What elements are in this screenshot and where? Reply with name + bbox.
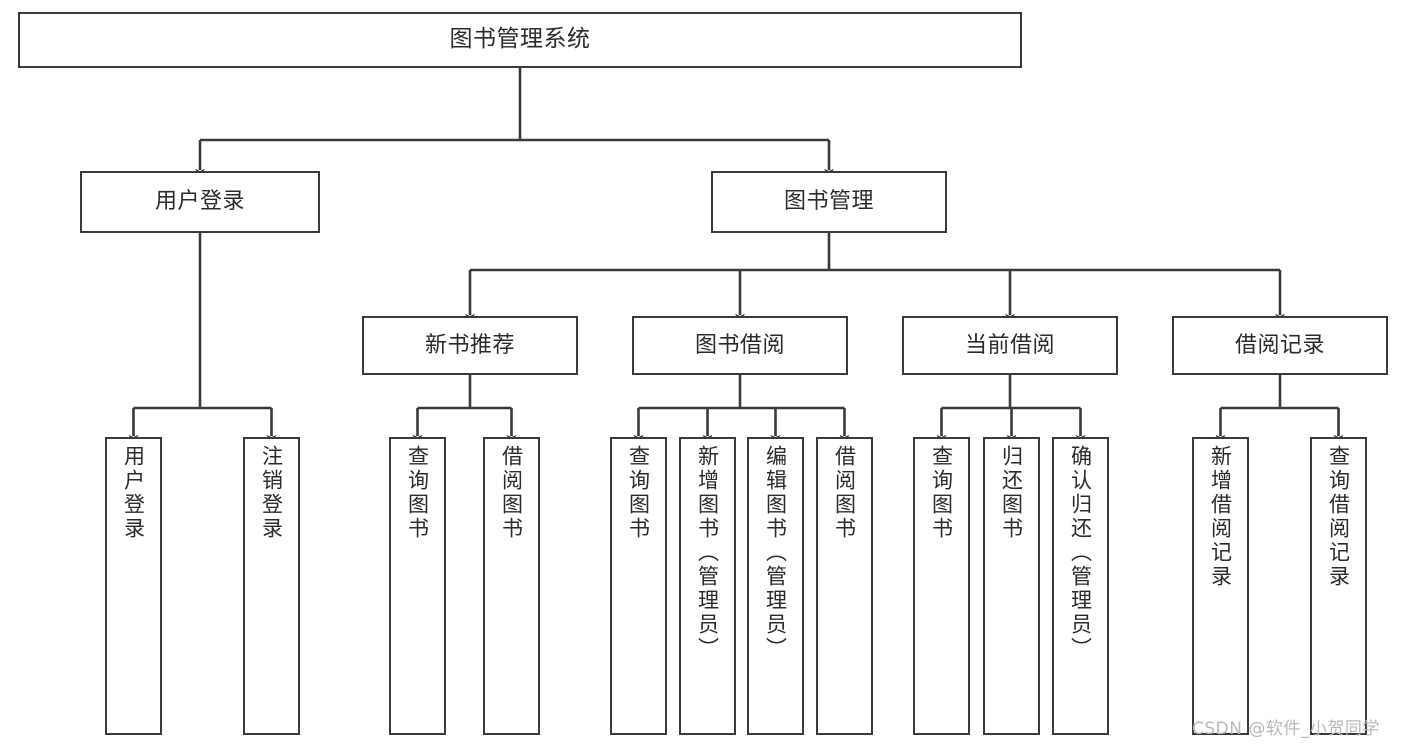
- leaf-borrow-query-book[interactable]: 查询图书: [610, 437, 667, 735]
- leaf-user-logout-label: 注销登录: [259, 445, 284, 541]
- node-new-book-recommend[interactable]: 新书推荐: [362, 316, 578, 375]
- leaf-borrow-borrow-book-label: 借阅图书: [832, 445, 857, 541]
- leaf-record-add-borrow-record-label: 新增借阅记录: [1208, 445, 1233, 589]
- leaf-user-login-label: 用户登录: [121, 445, 146, 541]
- node-user-login[interactable]: 用户登录: [80, 171, 320, 233]
- leaf-record-add-borrow-record[interactable]: 新增借阅记录: [1192, 437, 1249, 735]
- node-root[interactable]: 图书管理系统: [18, 12, 1022, 68]
- node-current-borrow[interactable]: 当前借阅: [902, 316, 1118, 375]
- leaf-newbook-query-book-label: 查询图书: [405, 445, 430, 541]
- node-book-borrow[interactable]: 图书借阅: [632, 316, 848, 375]
- leaf-borrow-add-book-admin[interactable]: 新增图书（管理员）: [679, 437, 736, 735]
- node-user-login-label: 用户登录: [154, 189, 245, 215]
- leaf-current-query-book-label: 查询图书: [929, 445, 954, 541]
- leaf-user-login[interactable]: 用户登录: [105, 437, 162, 735]
- leaf-borrow-edit-book-admin[interactable]: 编辑图书（管理员）: [747, 437, 804, 735]
- node-book-management-label: 图书管理: [783, 189, 874, 215]
- leaf-current-confirm-return-admin-label: 确认归还（管理员）: [1068, 445, 1093, 661]
- leaf-current-query-book[interactable]: 查询图书: [913, 437, 970, 735]
- leaf-newbook-query-book[interactable]: 查询图书: [389, 437, 446, 735]
- leaf-record-query-borrow-record-label: 查询借阅记录: [1326, 445, 1351, 589]
- leaf-current-return-book[interactable]: 归还图书: [983, 437, 1040, 735]
- node-root-label: 图书管理系统: [449, 26, 591, 53]
- node-book-management[interactable]: 图书管理: [711, 171, 947, 233]
- leaf-user-logout[interactable]: 注销登录: [243, 437, 300, 735]
- watermark: CSDN @软件_小贺同学: [1192, 719, 1380, 739]
- node-book-borrow-label: 图书借阅: [694, 332, 785, 358]
- leaf-current-return-book-label: 归还图书: [999, 445, 1024, 541]
- leaf-borrow-add-book-admin-label: 新增图书（管理员）: [695, 445, 720, 661]
- leaf-current-confirm-return-admin[interactable]: 确认归还（管理员）: [1052, 437, 1109, 735]
- node-current-borrow-label: 当前借阅: [964, 332, 1055, 358]
- leaf-newbook-borrow-book[interactable]: 借阅图书: [483, 437, 540, 735]
- node-borrow-records[interactable]: 借阅记录: [1172, 316, 1388, 375]
- node-borrow-records-label: 借阅记录: [1234, 332, 1325, 358]
- leaf-borrow-query-book-label: 查询图书: [626, 445, 651, 541]
- node-new-book-recommend-label: 新书推荐: [424, 332, 515, 358]
- leaf-borrow-edit-book-admin-label: 编辑图书（管理员）: [763, 445, 788, 661]
- leaf-borrow-borrow-book[interactable]: 借阅图书: [816, 437, 873, 735]
- leaf-newbook-borrow-book-label: 借阅图书: [499, 445, 524, 541]
- leaf-record-query-borrow-record[interactable]: 查询借阅记录: [1310, 437, 1367, 735]
